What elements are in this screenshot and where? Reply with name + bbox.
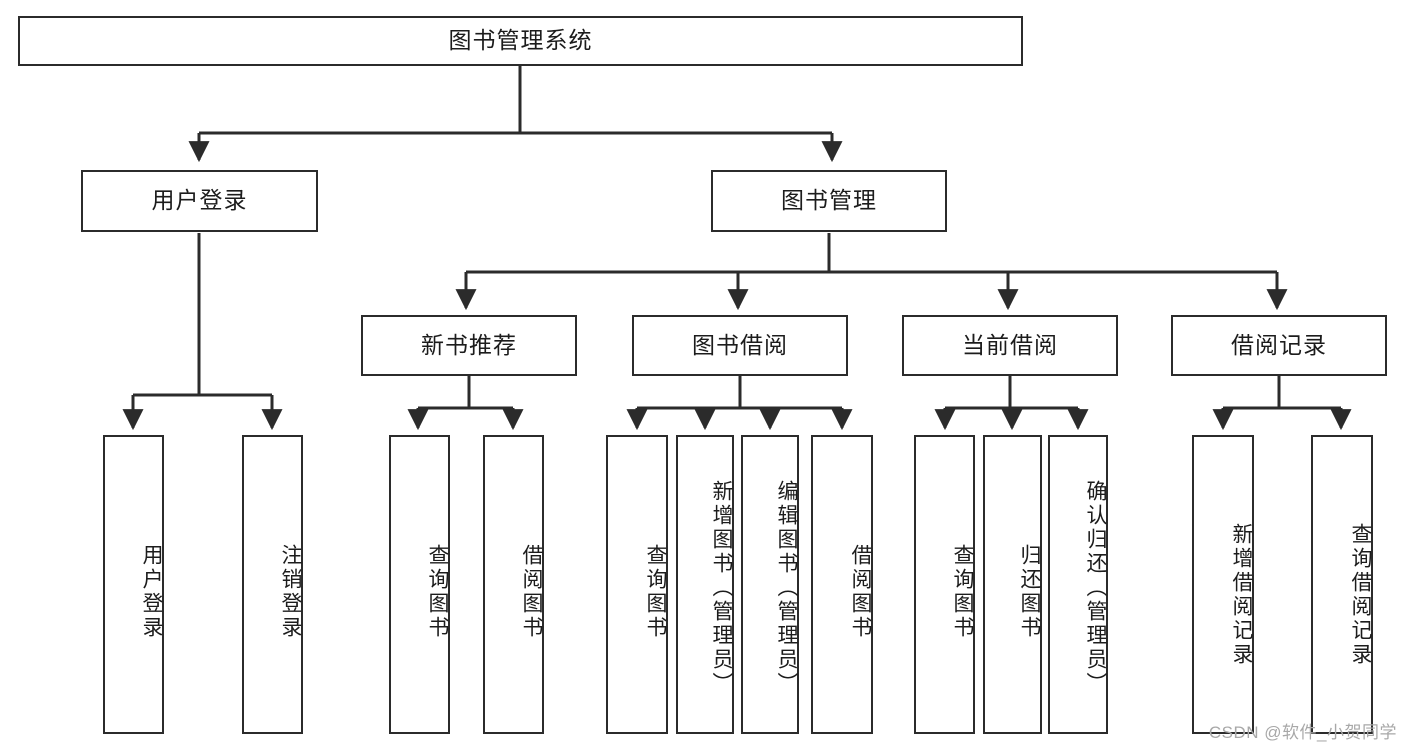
- leaf-book-borrow-query[interactable]: 查询图书: [606, 435, 668, 734]
- leaf-book-borrow-borrow[interactable]: 借阅图书: [811, 435, 873, 734]
- leaf-current-borrow-return[interactable]: 归还图书: [983, 435, 1042, 734]
- csdn-watermark: CSDN @软件_小贺同学: [1208, 723, 1397, 742]
- node-new-book-recommend[interactable]: 新书推荐: [361, 315, 577, 376]
- leaf-user-login-logout[interactable]: 注销登录: [242, 435, 303, 734]
- leaf-borrow-record-query[interactable]: 查询借阅记录: [1311, 435, 1373, 734]
- node-root-system[interactable]: 图书管理系统: [18, 16, 1023, 66]
- leaf-new-book-query[interactable]: 查询图书: [389, 435, 450, 734]
- leaf-book-borrow-add-admin[interactable]: 新增图书（管理员）: [676, 435, 734, 734]
- leaf-current-borrow-query[interactable]: 查询图书: [914, 435, 975, 734]
- leaf-new-book-borrow[interactable]: 借阅图书: [483, 435, 544, 734]
- node-borrow-record[interactable]: 借阅记录: [1171, 315, 1387, 376]
- leaf-user-login-login[interactable]: 用户登录: [103, 435, 164, 734]
- node-user-login[interactable]: 用户登录: [81, 170, 318, 232]
- leaf-borrow-record-add[interactable]: 新增借阅记录: [1192, 435, 1254, 734]
- node-book-management[interactable]: 图书管理: [711, 170, 947, 232]
- leaf-current-borrow-confirm-admin[interactable]: 确认归还（管理员）: [1048, 435, 1108, 734]
- node-current-borrow[interactable]: 当前借阅: [902, 315, 1118, 376]
- node-book-borrow[interactable]: 图书借阅: [632, 315, 848, 376]
- leaf-book-borrow-edit-admin[interactable]: 编辑图书（管理员）: [741, 435, 799, 734]
